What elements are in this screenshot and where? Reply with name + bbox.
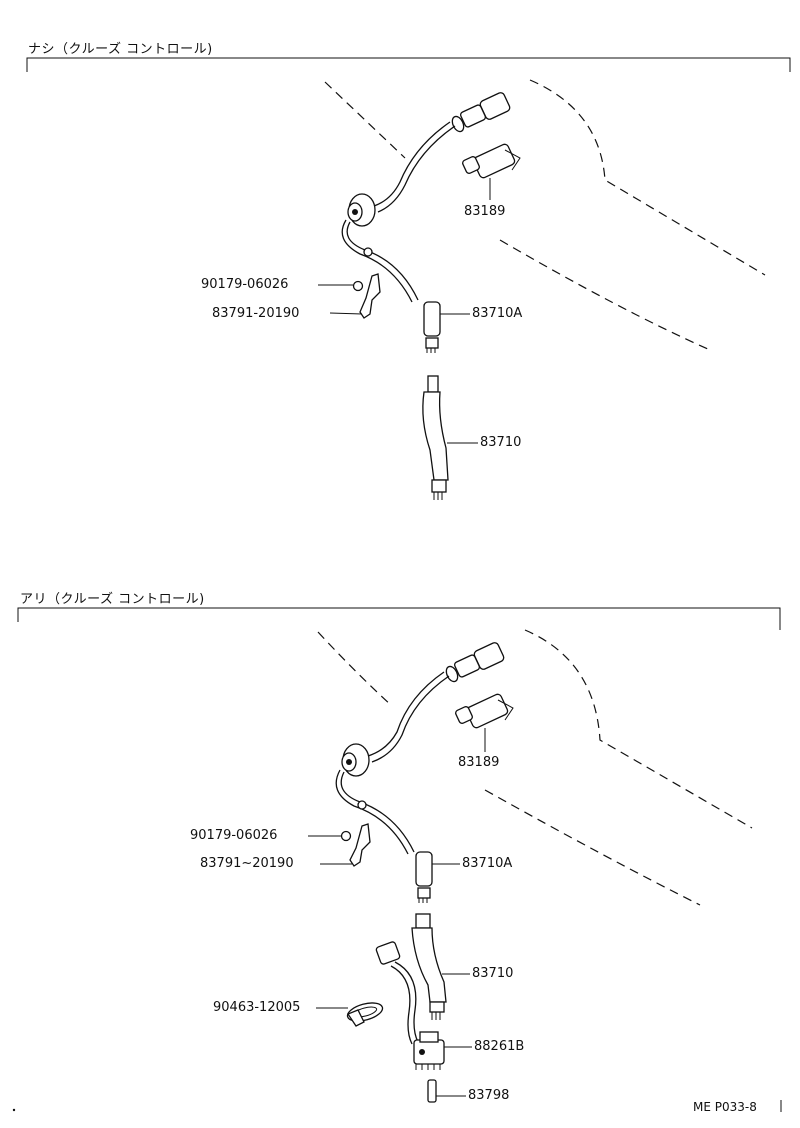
body-outline-1 <box>324 79 766 351</box>
section-bracket-2 <box>17 607 781 630</box>
label-83791-20190: 83791~20190 <box>200 856 294 871</box>
label-83189: 83189 <box>458 755 500 770</box>
speed-sensor-88261B <box>413 1031 472 1070</box>
section-title-without-cruise: ナシ（クルーズ コントロール) <box>28 42 213 57</box>
pin-83798 <box>427 1079 466 1103</box>
label-83710: 83710 <box>472 966 514 981</box>
document-code: ME P033-8 <box>693 1100 757 1114</box>
sensor-83189-1 <box>462 143 521 200</box>
clip-and-nut-2 <box>308 823 371 867</box>
speedometer-cable-assembly-1 <box>341 92 511 353</box>
sensor-83189-2 <box>455 693 514 752</box>
section-title-with-cruise: アリ（クルーズ コントロール) <box>20 592 205 607</box>
label-83710A: 83710A <box>472 306 523 321</box>
speedometer-cable-assembly-2 <box>335 642 505 903</box>
body-outline-2 <box>317 629 753 906</box>
section-bracket-1 <box>26 57 791 72</box>
label-83189: 83189 <box>464 204 506 219</box>
label-83710: 83710 <box>480 435 522 450</box>
label-83791-20190: 83791-20190 <box>212 306 300 321</box>
label-88261B: 88261B <box>474 1039 525 1054</box>
label-83710A: 83710A <box>462 856 513 871</box>
label-90463-12005: 90463-12005 <box>213 1000 301 1015</box>
label-90179-06026: 90179-06026 <box>190 828 278 843</box>
cruise-sensor-harness <box>375 941 419 1045</box>
clip-and-nut-1 <box>318 273 381 319</box>
band-clamp-90463 <box>316 1002 384 1027</box>
label-83798: 83798 <box>468 1088 510 1103</box>
cable-83710-1 <box>422 375 449 500</box>
cable-83710-2 <box>411 913 470 1020</box>
label-90179-06026: 90179-06026 <box>201 277 289 292</box>
